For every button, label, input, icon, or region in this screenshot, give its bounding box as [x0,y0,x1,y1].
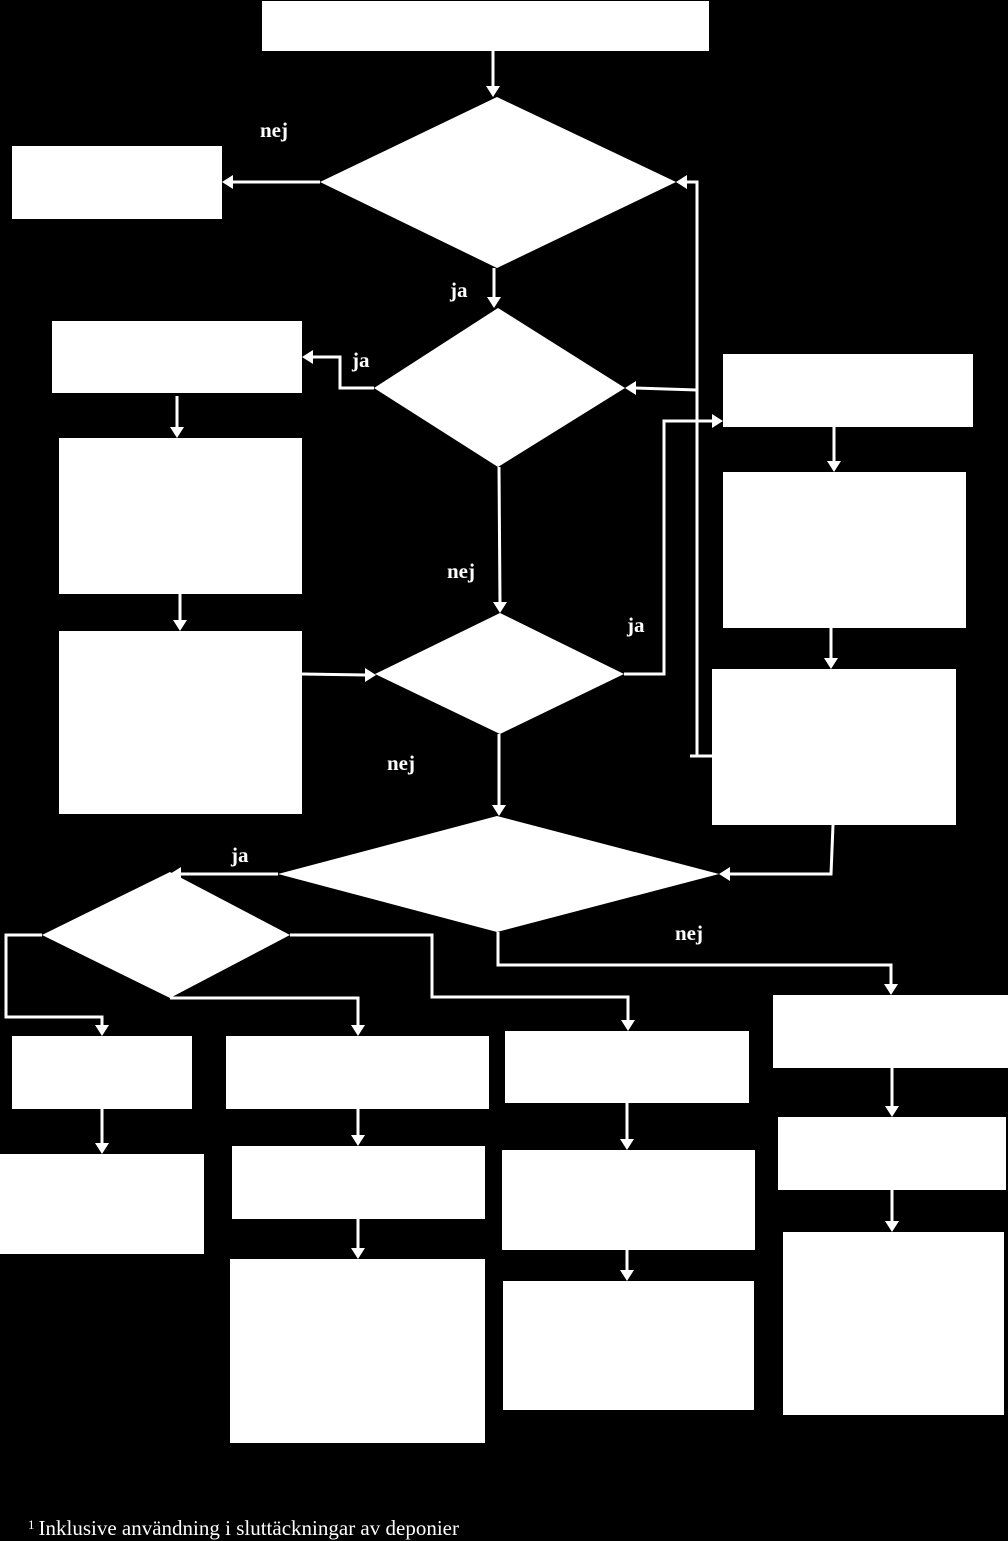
arrowhead [173,620,187,631]
arrowhead [620,1139,634,1150]
arrowhead [351,1135,365,1146]
col3-box-2 [502,1150,755,1250]
col2-box-2 [232,1146,485,1219]
arrowhead [487,297,501,308]
arrowhead [170,867,181,881]
arrowhead [222,175,233,189]
left-step-box-1 [52,321,302,393]
arrowhead [621,1020,635,1031]
left-step-box-3 [59,631,302,814]
arrowhead [712,414,723,428]
decision-5-diamond [42,872,290,998]
decision-2-diamond [374,308,625,467]
footnote-marker: 1 [28,1517,35,1532]
label-d1-yes: ja [449,278,468,302]
left-step-box-2 [59,438,302,594]
connector-loop-back [686,180,712,758]
col4-box-2 [778,1117,1006,1190]
arrowhead [486,86,500,97]
connector-left-3-to-d3 [301,672,367,677]
label-d2-no: nej [447,559,475,583]
connector-d2-yes [312,355,374,390]
arrowhead [492,805,506,816]
connector-d5-col2 [170,996,360,1027]
right-step-box-1 [723,354,973,427]
label-d3-no: nej [387,751,415,775]
arrowhead [302,350,313,364]
connector-d3-yes [624,419,713,676]
start-box [262,1,709,51]
arrowhead [351,1025,365,1036]
decision-3-diamond [375,613,624,734]
arrowhead [95,1025,109,1036]
label-d2-yes: ja [351,348,370,372]
connector-d5-col1 [4,933,104,1027]
label-d1-no: nej [260,118,288,142]
arrowhead [620,1270,634,1281]
col2-box-1 [226,1036,489,1109]
right-step-box-2 [723,472,966,628]
arrowhead [827,461,841,472]
col3-box-3 [503,1281,754,1410]
arrowhead [719,867,730,881]
arrowhead [885,1221,899,1232]
arrowhead [493,602,507,613]
decision-1-diamond [320,97,676,268]
arrowhead [351,1248,365,1259]
arrowhead [170,427,184,438]
footnote-text: Inklusive användning i sluttäckningar av… [38,1516,459,1540]
connector-d4-no [496,932,893,986]
arrowhead [884,984,898,995]
col4-box-1 [773,995,1008,1068]
label-d4-yes: ja [230,843,249,867]
arrowhead [885,1106,899,1117]
col4-box-3 [783,1232,1004,1415]
arrowhead [95,1143,109,1154]
d1-no-result-box [12,146,222,219]
decision-4-diamond [278,816,719,932]
label-d4-no: nej [675,921,703,945]
col1-box-1 [12,1036,192,1109]
col1-box-2 [0,1154,204,1254]
col2-box-3 [230,1259,485,1443]
connector-d5-col3 [290,933,630,1022]
connector-loop-to-d2 [634,386,698,392]
connector-right-3-to-d4 [729,824,835,876]
arrowhead [676,175,687,189]
arrowhead [365,668,376,682]
connector-d2-no [497,466,502,605]
arrowhead [625,381,636,395]
col3-box-1 [505,1031,749,1103]
right-step-box-3 [712,669,956,825]
arrowhead [824,658,838,669]
label-d3-yes: ja [626,613,645,637]
